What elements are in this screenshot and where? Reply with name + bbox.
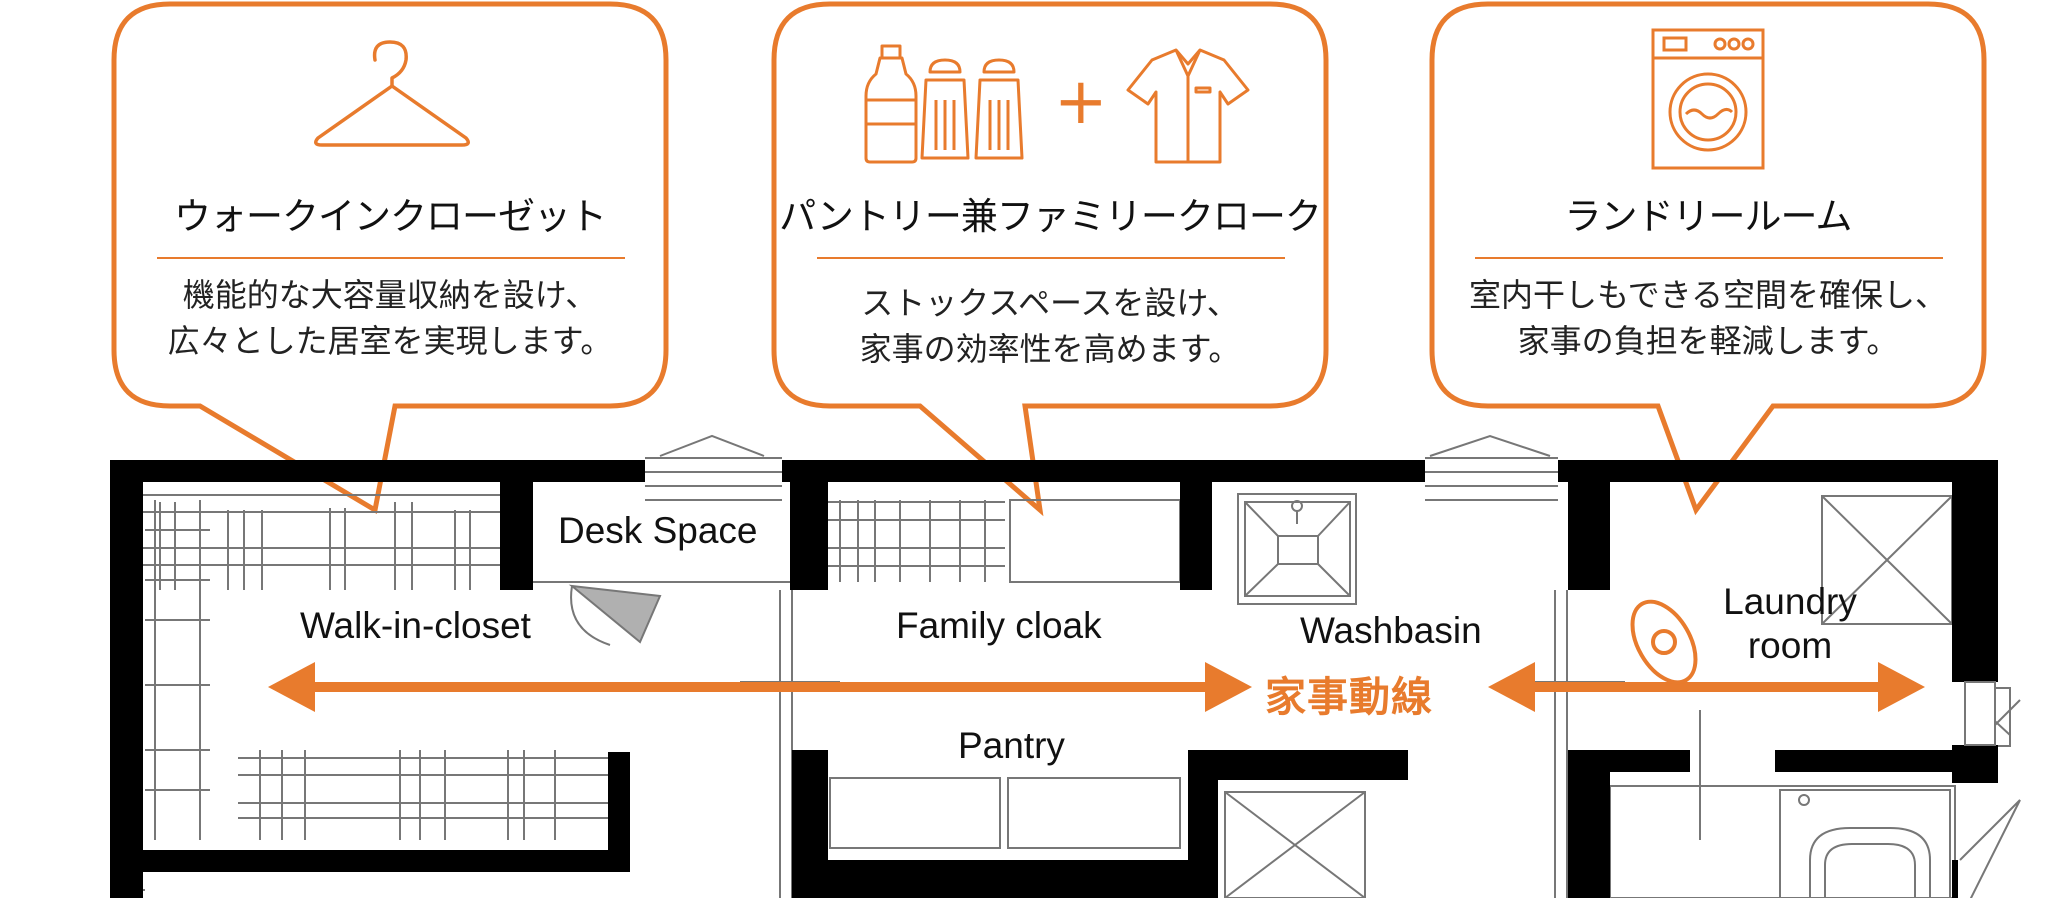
bubble-title: ウォークインクローゼット: [174, 195, 607, 238]
bottles-icon: [864, 44, 1024, 164]
room-label-family-cloak: Family cloak: [896, 605, 1102, 646]
bubble-divider: [817, 257, 1285, 259]
windows: [1964, 681, 1996, 746]
room-label-laundry: Laundry room: [1700, 580, 1880, 668]
bubble-laundry-room: ランドリールーム 室内干しもできる空間を確保し、 家事の負担を軽減します。: [1428, 0, 1988, 516]
door-swing: [568, 584, 662, 646]
room-label-washbasin: Washbasin: [1300, 610, 1482, 651]
bubble-divider: [157, 257, 625, 259]
laundry-label-line: Laundry: [1723, 581, 1857, 622]
bubble-description: 機能的な大容量収納を設け、 広々とした居室を実現します。: [110, 272, 670, 364]
desc-line: 家事の負担を軽減します。: [1517, 322, 1899, 360]
bubble-walk-in-closet: ウォークインクローゼット 機能的な大容量収納を設け、 広々とした居室を実現します…: [110, 0, 670, 514]
room-label-pantry: Pantry: [958, 725, 1065, 766]
desc-line: 家事の効率性を高めます。: [859, 330, 1241, 368]
room-label-desk-space: Desk Space: [558, 510, 758, 551]
laundry-label-line: room: [1747, 625, 1833, 666]
desc-line: 広々とした居室を実現します。: [167, 322, 613, 360]
bubble-title: ランドリールーム: [1564, 195, 1853, 238]
walls: [110, 460, 1998, 898]
bubble-description: 室内干しもできる空間を確保し、 家事の負担を軽減します。: [1428, 272, 1988, 364]
bubble-title: パントリー兼ファミリークローク: [779, 195, 1322, 238]
plus-sign: +: [1054, 65, 1108, 139]
bubble-divider: [1475, 257, 1943, 259]
housework-flow-label: 家事動線: [1265, 673, 1433, 721]
washing-machine-icon: [1651, 28, 1765, 170]
floor-plan: [110, 434, 2021, 898]
fixture-lines: [119, 434, 2021, 898]
flow-arrows: [268, 662, 1925, 712]
hanger-icon: [314, 40, 470, 147]
laundry-stone-icon: [1630, 599, 1698, 685]
desc-line: ストックスペースを設け、: [861, 284, 1239, 322]
bubble-description: ストックスペースを設け、 家事の効率性を高めます。: [770, 280, 1330, 372]
bubble-pantry-family-cloak: + パントリー兼ファミリークローク ストックスペースを設け、 家事の効率性を高め…: [770, 0, 1330, 517]
desc-line: 機能的な大容量収納を設け、: [182, 276, 598, 314]
desc-line: 室内干しもできる空間を確保し、: [1468, 276, 1948, 314]
shirt-icon: [1126, 48, 1250, 164]
room-label-walk-in-closet: Walk-in-closet: [300, 605, 531, 646]
